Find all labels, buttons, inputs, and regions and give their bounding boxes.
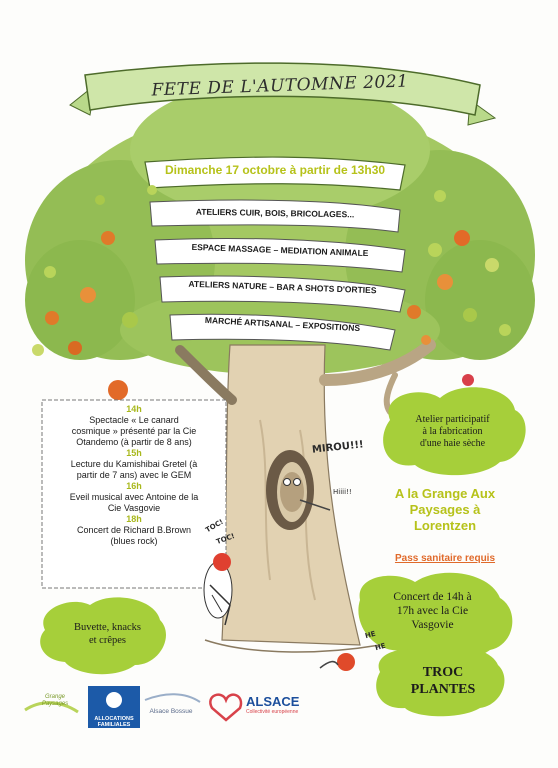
logo-caf-line: ALLOCATIONS xyxy=(94,716,134,722)
pass-sanitaire: Pass sanitaire requis xyxy=(394,553,496,564)
concert-line: Vasgovie xyxy=(411,619,454,631)
location-line: Paysages à xyxy=(409,502,481,517)
apple-snail-drawing xyxy=(319,653,355,671)
program-line: cosmique » présenté par la Cie xyxy=(71,426,197,436)
buvette-line: et crêpes xyxy=(88,635,127,646)
logo-grange-line: Grange xyxy=(44,694,65,700)
logo-alsace-text: ALSACE xyxy=(246,694,300,709)
apples xyxy=(32,185,511,400)
logo-alsace-bossue xyxy=(144,693,201,703)
event-date: Dimanche 17 octobre à partir de 13h30 xyxy=(164,163,386,177)
concert-line: 17h avec la Cie xyxy=(396,605,469,617)
woodpecker-drawing xyxy=(203,553,233,626)
atelier-cloud-text: Atelier participatif à la fabrication d'… xyxy=(395,414,510,450)
program-line: Concert de Richard B.Brown xyxy=(76,525,192,535)
program-time: 18h xyxy=(126,514,142,524)
program-time: 15h xyxy=(126,448,142,458)
atelier-line: à la fabrication xyxy=(422,426,483,437)
logo-grange-line: Paysages xyxy=(41,701,69,707)
buvette-line: Buvette, knacks xyxy=(73,622,142,633)
logo-alsace-subtitle: Collectivité européenne xyxy=(246,709,299,715)
program-line: Otandemo (à partir de 8 ans) xyxy=(76,437,192,447)
atelier-line: d'une haie sèche xyxy=(419,438,486,449)
activity-bands xyxy=(149,199,406,351)
program-list: 14h Spectacle « Le canard cosmique » pré… xyxy=(45,404,223,547)
atelier-line: Atelier participatif xyxy=(415,414,490,425)
program-time: 14h xyxy=(126,404,142,414)
logo-grange xyxy=(24,701,79,714)
logo-alsace xyxy=(209,693,243,722)
logo-caf xyxy=(88,686,140,728)
logo-grange-text: Grange Paysages xyxy=(30,694,80,708)
logo-alsace-bossue-text: Alsace Bossue xyxy=(149,708,193,715)
date-ribbon xyxy=(144,156,406,191)
concert-line: Concert de 14h à xyxy=(393,591,472,603)
title-banner xyxy=(69,62,497,126)
program-line: (blues rock) xyxy=(110,536,158,546)
sound-hiii: Hiiii!! xyxy=(333,488,352,496)
logo-caf-line: FAMILIALES xyxy=(97,722,131,728)
troc-line: PLANTES xyxy=(410,682,476,697)
logo-caf-text: ALLOCATIONS FAMILIALES xyxy=(89,716,139,728)
troc-plantes-cloud-text: TROC PLANTES xyxy=(388,664,498,698)
owl-drawing xyxy=(280,472,331,512)
location-line: A la Grange Aux xyxy=(394,486,496,501)
location-line: Lorentzen xyxy=(413,518,477,533)
program-line: Cie Vasgovie xyxy=(107,503,161,513)
program-line: partir de 7 ans) avec le GEM xyxy=(76,470,192,480)
program-time: 16h xyxy=(126,481,142,491)
buvette-cloud-text: Buvette, knacks et crêpes xyxy=(55,621,160,647)
green-clouds xyxy=(40,387,526,717)
location-text: A la Grange Aux Paysages à Lorentzen xyxy=(360,486,530,534)
program-box xyxy=(41,399,227,589)
concert-cloud-text: Concert de 14h à 17h avec la Cie Vasgovi… xyxy=(370,590,495,632)
ground-line xyxy=(204,639,381,653)
program-line: Spectacle « Le canard xyxy=(89,415,179,425)
troc-line: TROC xyxy=(422,665,464,680)
program-line: Lecture du Kamishibai Gretel (à xyxy=(70,459,198,469)
program-line: Eveil musical avec Antoine de la xyxy=(69,492,199,502)
